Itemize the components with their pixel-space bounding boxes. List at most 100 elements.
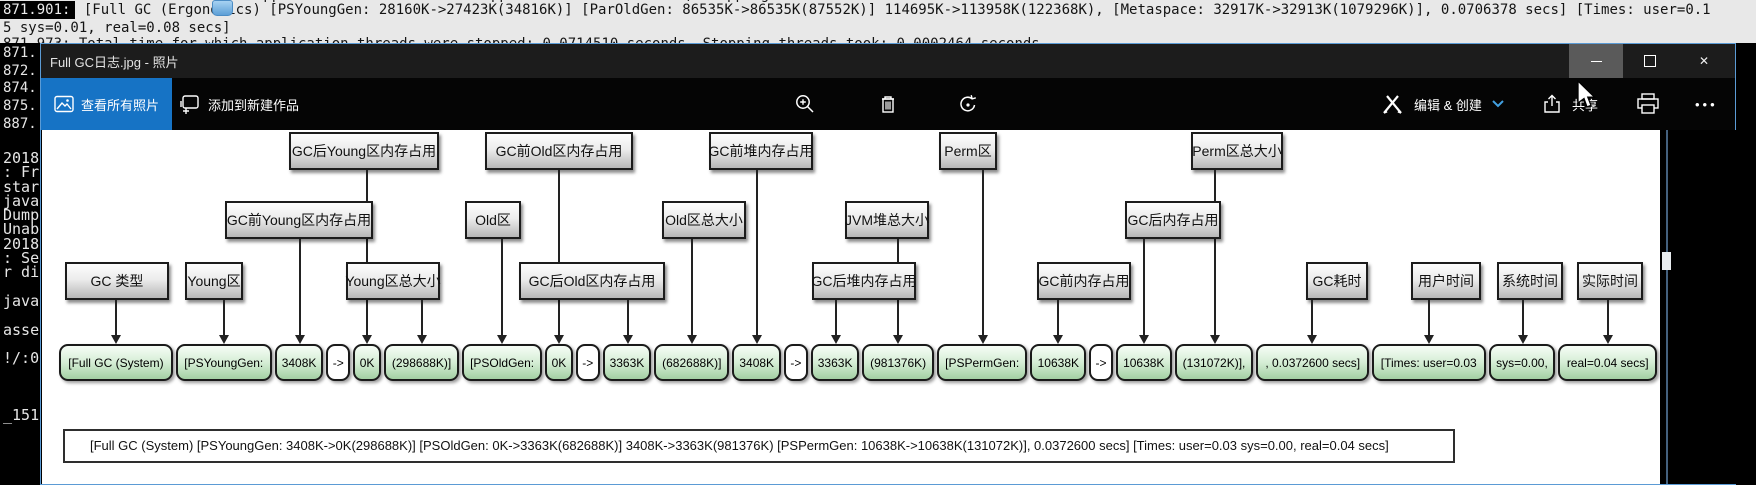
diagram-label: Old区 xyxy=(465,201,521,239)
log-segment: 10638K xyxy=(1115,344,1172,381)
terminal-selection-block: Total time for which application threads… xyxy=(0,0,1756,43)
arrowhead-icon xyxy=(977,335,988,344)
delete-button[interactable] xyxy=(876,78,900,130)
diagram-label: GC前内存占用 xyxy=(1037,262,1131,300)
terminal-text-fragment: 2018 xyxy=(3,149,40,167)
arrowhead-icon xyxy=(219,335,229,344)
terminal-text-fragment: Unab xyxy=(3,220,40,239)
maximize-button[interactable] xyxy=(1623,44,1677,78)
log-segment: [PSOldGen: xyxy=(462,344,542,381)
connector-line xyxy=(834,300,837,335)
diagram-label: Old区总大小 xyxy=(662,201,746,239)
see-more-button[interactable]: ••• xyxy=(1695,78,1718,130)
terminal-gc-log-line-wrap: 5 sys=0.01, real=0.08 secs] xyxy=(3,20,231,36)
view-all-photos-button[interactable]: 查看所有照片 xyxy=(41,78,172,130)
minimize-button[interactable] xyxy=(1569,44,1623,78)
terminal-text-fragment: asse xyxy=(3,320,40,339)
photo-canvas[interactable]: [Full GC (System)[PSYoungGen:3408K->0K(2… xyxy=(42,130,1660,484)
title-bar[interactable]: Full GC日志.jpg - 照片 ✕ xyxy=(41,44,1735,78)
log-segment: -> xyxy=(784,344,808,381)
log-segment: -> xyxy=(575,344,600,381)
arrowhead-icon xyxy=(416,335,427,344)
diagram-label: GC后Old区内存占用 xyxy=(519,262,665,300)
connector-line xyxy=(1143,239,1145,335)
arrowhead-icon xyxy=(1209,335,1220,344)
arrowhead-icon xyxy=(497,335,507,344)
diagram-label: Perm区 xyxy=(939,132,997,170)
diagram-label: 用户时间 xyxy=(1411,262,1481,300)
chevron-down-icon xyxy=(1492,100,1504,108)
diagram-label: GC前Old区内存占用 xyxy=(485,132,633,170)
log-segment: , 0.0372600 secs] xyxy=(1256,344,1369,381)
log-segment: [Times: user=0.03 xyxy=(1371,344,1486,381)
zoom-in-icon xyxy=(796,95,814,113)
connector-line xyxy=(755,170,758,335)
diagram-label: Young区 xyxy=(185,262,243,300)
scrollbar-thumb[interactable] xyxy=(1662,252,1671,270)
terminal-text-fragment: : Se xyxy=(3,249,40,268)
terminal-text-fragment: Dump xyxy=(3,206,40,225)
log-segment: sys=0.00, xyxy=(1488,344,1556,381)
terminal-line-number: 874. xyxy=(3,80,37,97)
print-button[interactable] xyxy=(1635,78,1661,130)
log-segment: 3408K xyxy=(732,344,782,381)
connector-line xyxy=(1606,300,1609,335)
arrowhead-icon xyxy=(362,335,372,344)
connector-line xyxy=(298,239,301,335)
connector-line xyxy=(115,300,117,335)
photos-window: Full GC日志.jpg - 照片 ✕ 查看所有照片 添加到新建作品 xyxy=(40,43,1736,485)
rotate-icon xyxy=(960,95,977,112)
log-segment: -> xyxy=(1089,344,1113,381)
connector-line xyxy=(1057,300,1059,335)
print-icon xyxy=(1637,93,1659,114)
connector-line xyxy=(1311,300,1313,335)
terminal-line-number: 871. xyxy=(3,45,37,61)
log-segment: (981376K) xyxy=(862,344,934,381)
log-segment: (682688K)] xyxy=(654,344,730,381)
close-icon: ✕ xyxy=(1698,54,1710,68)
diagram-label: GC后Young区内存占用 xyxy=(289,132,439,170)
arrowhead-icon xyxy=(830,335,841,344)
connector-line xyxy=(366,170,368,335)
log-segment: -> xyxy=(326,344,351,381)
terminal-line-number: 875. xyxy=(3,98,37,115)
gc-log-summary-line: [Full GC (System) [PSYoungGen: 3408K->0K… xyxy=(63,429,1455,463)
rotate-button[interactable] xyxy=(956,78,980,130)
diagram-label: JVM堆总大小 xyxy=(845,201,929,239)
add-to-creation-icon xyxy=(180,95,199,114)
zoom-in-button[interactable] xyxy=(793,78,817,130)
arrowhead-icon xyxy=(1139,335,1149,344)
log-segment: 0K xyxy=(353,344,381,381)
diagram-label: GC前堆内存占用 xyxy=(709,132,814,170)
log-timestamp: 871.901: xyxy=(0,1,76,19)
edit-create-icon xyxy=(1383,95,1402,114)
log-segment: real=0.04 secs] xyxy=(1558,344,1658,381)
terminal-line-numbers: 871.872.874.875.887. xyxy=(3,45,37,134)
arrowhead-icon xyxy=(1424,335,1434,344)
trash-icon xyxy=(882,96,894,113)
arrowhead-icon xyxy=(294,335,305,344)
text-selection-handle[interactable] xyxy=(212,0,233,16)
connector-line xyxy=(501,239,503,335)
terminal-text-fragment: !/:0 xyxy=(3,349,40,368)
terminal-line-number: 887. xyxy=(3,115,37,132)
share-icon xyxy=(1544,94,1560,113)
add-to-creation-label: 添加到新建作品 xyxy=(208,97,300,113)
arrowhead-icon xyxy=(1053,335,1063,344)
edit-create-button[interactable]: 编辑 & 创建 xyxy=(1380,78,1504,130)
connector-line xyxy=(626,300,629,335)
diagram-label: GC前Young区内存占用 xyxy=(225,201,373,239)
add-to-creation-button[interactable]: 添加到新建作品 xyxy=(178,78,299,130)
diagram-label: GC耗时 xyxy=(1306,262,1368,300)
close-button[interactable]: ✕ xyxy=(1677,44,1731,78)
photo-icon xyxy=(54,95,74,113)
arrowhead-icon xyxy=(622,335,633,344)
log-segment: 0K xyxy=(545,344,573,381)
ellipsis-icon: ••• xyxy=(1695,96,1718,112)
scrollbar-track[interactable] xyxy=(1666,130,1668,484)
diagram-label: GC后内存占用 xyxy=(1125,201,1221,239)
diagram-label: 系统时间 xyxy=(1497,262,1563,300)
connector-line xyxy=(420,300,423,335)
terminal-text-fragment: r di xyxy=(3,263,40,282)
